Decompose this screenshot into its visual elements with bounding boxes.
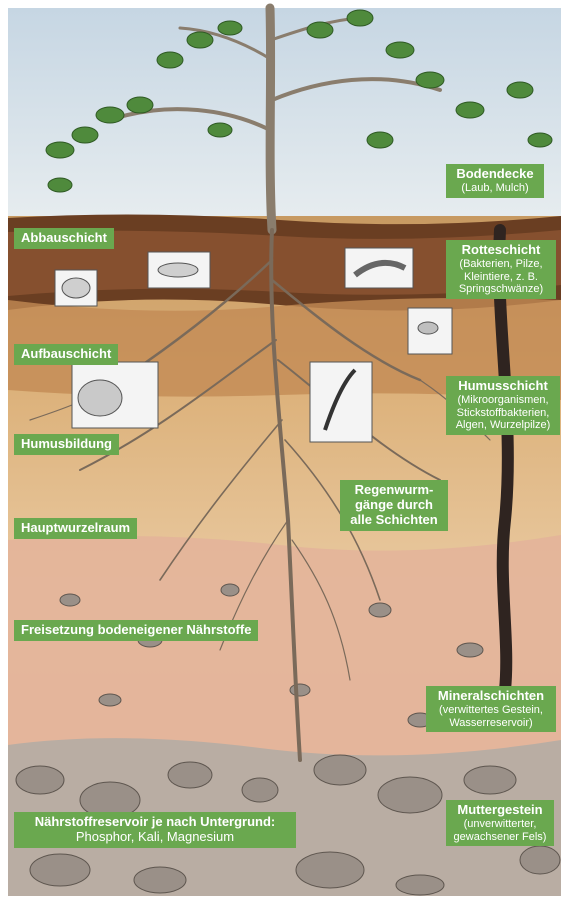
label-abbauschicht-title: Abbauschicht xyxy=(21,231,107,246)
label-freisetzung: Freisetzung bodeneigener Nährstoffe xyxy=(14,620,258,641)
label-regenwurm-title: Regenwurm- gänge durch alle Schichten xyxy=(347,483,441,528)
label-rotteschicht-sub: (Bakterien, Pilze, Kleintiere, z. B. Spr… xyxy=(453,258,549,296)
label-freisetzung-title: Freisetzung bodeneigener Nährstoffe xyxy=(21,623,251,638)
label-humusschicht-title: Humusschicht xyxy=(453,379,553,394)
label-mineralschichten-title: Mineralschichten xyxy=(433,689,549,704)
label-bodendecke-sub: (Laub, Mulch) xyxy=(453,182,537,195)
fungi-panel xyxy=(310,362,372,442)
label-aufbauschicht-title: Aufbauschicht xyxy=(21,347,111,362)
label-rotteschicht-title: Rotteschicht xyxy=(453,243,549,258)
label-naehrstoffreservoir: Nährstoffreservoir je nach Untergrund: P… xyxy=(14,812,296,848)
label-bodendecke: Bodendecke (Laub, Mulch) xyxy=(446,164,544,198)
label-bodendecke-title: Bodendecke xyxy=(453,167,537,182)
label-humusschicht-sub: (Mikroorganismen, Stickstoffbakterien, A… xyxy=(453,394,553,432)
label-mineralschichten-sub: (verwittertes Gestein, Wasserreservoir) xyxy=(433,704,549,729)
label-aufbauschicht: Aufbauschicht xyxy=(14,344,118,365)
label-rotteschicht: Rotteschicht (Bakterien, Pilze, Kleintie… xyxy=(446,240,556,299)
label-naehrstoffreservoir-title: Nährstoffreservoir je nach Untergrund: xyxy=(21,815,289,830)
label-mineralschichten: Mineralschichten (verwittertes Gestein, … xyxy=(426,686,556,732)
label-abbauschicht: Abbauschicht xyxy=(14,228,114,249)
label-hauptwurzelraum: Hauptwurzelraum xyxy=(14,518,137,539)
label-humusschicht: Humusschicht (Mikroorganismen, Stickstof… xyxy=(446,376,560,435)
label-hauptwurzelraum-title: Hauptwurzelraum xyxy=(21,521,130,536)
label-naehrstoffreservoir-sub: Phosphor, Kali, Magnesium xyxy=(21,830,289,845)
label-regenwurm: Regenwurm- gänge durch alle Schichten xyxy=(340,480,448,531)
label-humusbildung: Humusbildung xyxy=(14,434,119,455)
label-humusbildung-title: Humusbildung xyxy=(21,437,112,452)
label-muttergestein-sub: (unverwitterter, gewachsener Fels) xyxy=(453,818,547,843)
label-muttergestein: Muttergestein (unverwitterter, gewachsen… xyxy=(446,800,554,846)
label-muttergestein-title: Muttergestein xyxy=(453,803,547,818)
